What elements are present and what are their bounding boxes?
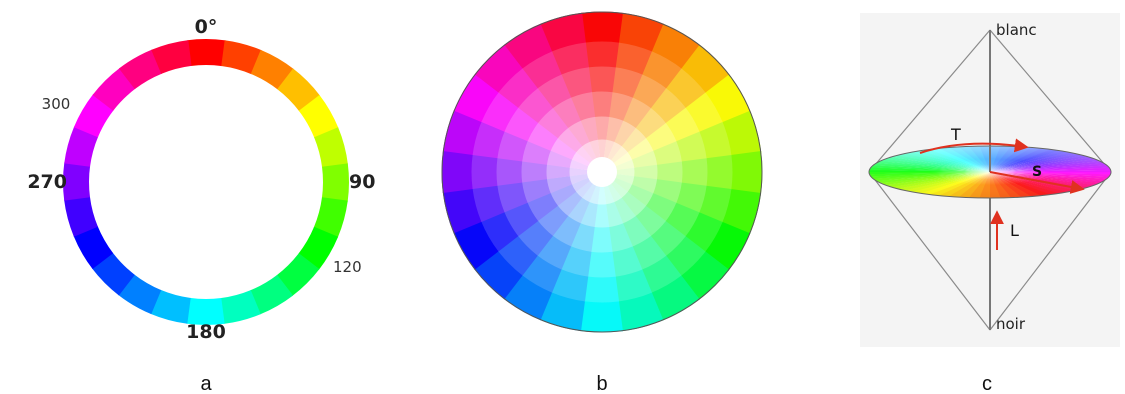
degree-label: 270 bbox=[27, 171, 67, 193]
wheel-cell bbox=[442, 150, 474, 193]
label-noir: noir bbox=[996, 315, 1026, 333]
hue-lightness-wheel bbox=[442, 11, 763, 332]
wheel-cell bbox=[731, 151, 763, 194]
wheel-cell bbox=[681, 158, 707, 186]
label-blanc: blanc bbox=[996, 21, 1037, 39]
degree-label: 120 bbox=[333, 258, 362, 276]
wheel-cell bbox=[584, 276, 619, 302]
wheel-cell bbox=[588, 67, 616, 93]
wheel-cell bbox=[587, 251, 615, 277]
degree-label: 90 bbox=[349, 171, 375, 193]
label-lightness-l: L bbox=[1010, 221, 1019, 240]
wheel-cell bbox=[581, 11, 624, 43]
degree-label: 180 bbox=[186, 321, 226, 343]
degree-label: 0° bbox=[195, 16, 218, 38]
wheel-cell bbox=[585, 42, 620, 68]
hue-segment bbox=[63, 162, 90, 200]
label-saturation-s: S bbox=[1032, 164, 1042, 180]
wheel-center bbox=[587, 157, 617, 187]
caption-c: c bbox=[982, 373, 992, 394]
wheel-cell bbox=[580, 301, 623, 333]
wheel-cell bbox=[497, 157, 523, 185]
wheel-cell bbox=[706, 155, 732, 190]
caption-b: b bbox=[596, 373, 607, 394]
caption-a: a bbox=[200, 373, 212, 394]
hue-ring bbox=[63, 39, 349, 325]
degree-label: 300 bbox=[42, 95, 71, 113]
wheel-cell bbox=[472, 154, 498, 189]
hue-segment bbox=[322, 163, 349, 201]
hue-segment bbox=[187, 39, 225, 66]
hsl-double-cone: blanc noir T S L bbox=[860, 13, 1120, 347]
label-hue-t: T bbox=[950, 125, 961, 144]
